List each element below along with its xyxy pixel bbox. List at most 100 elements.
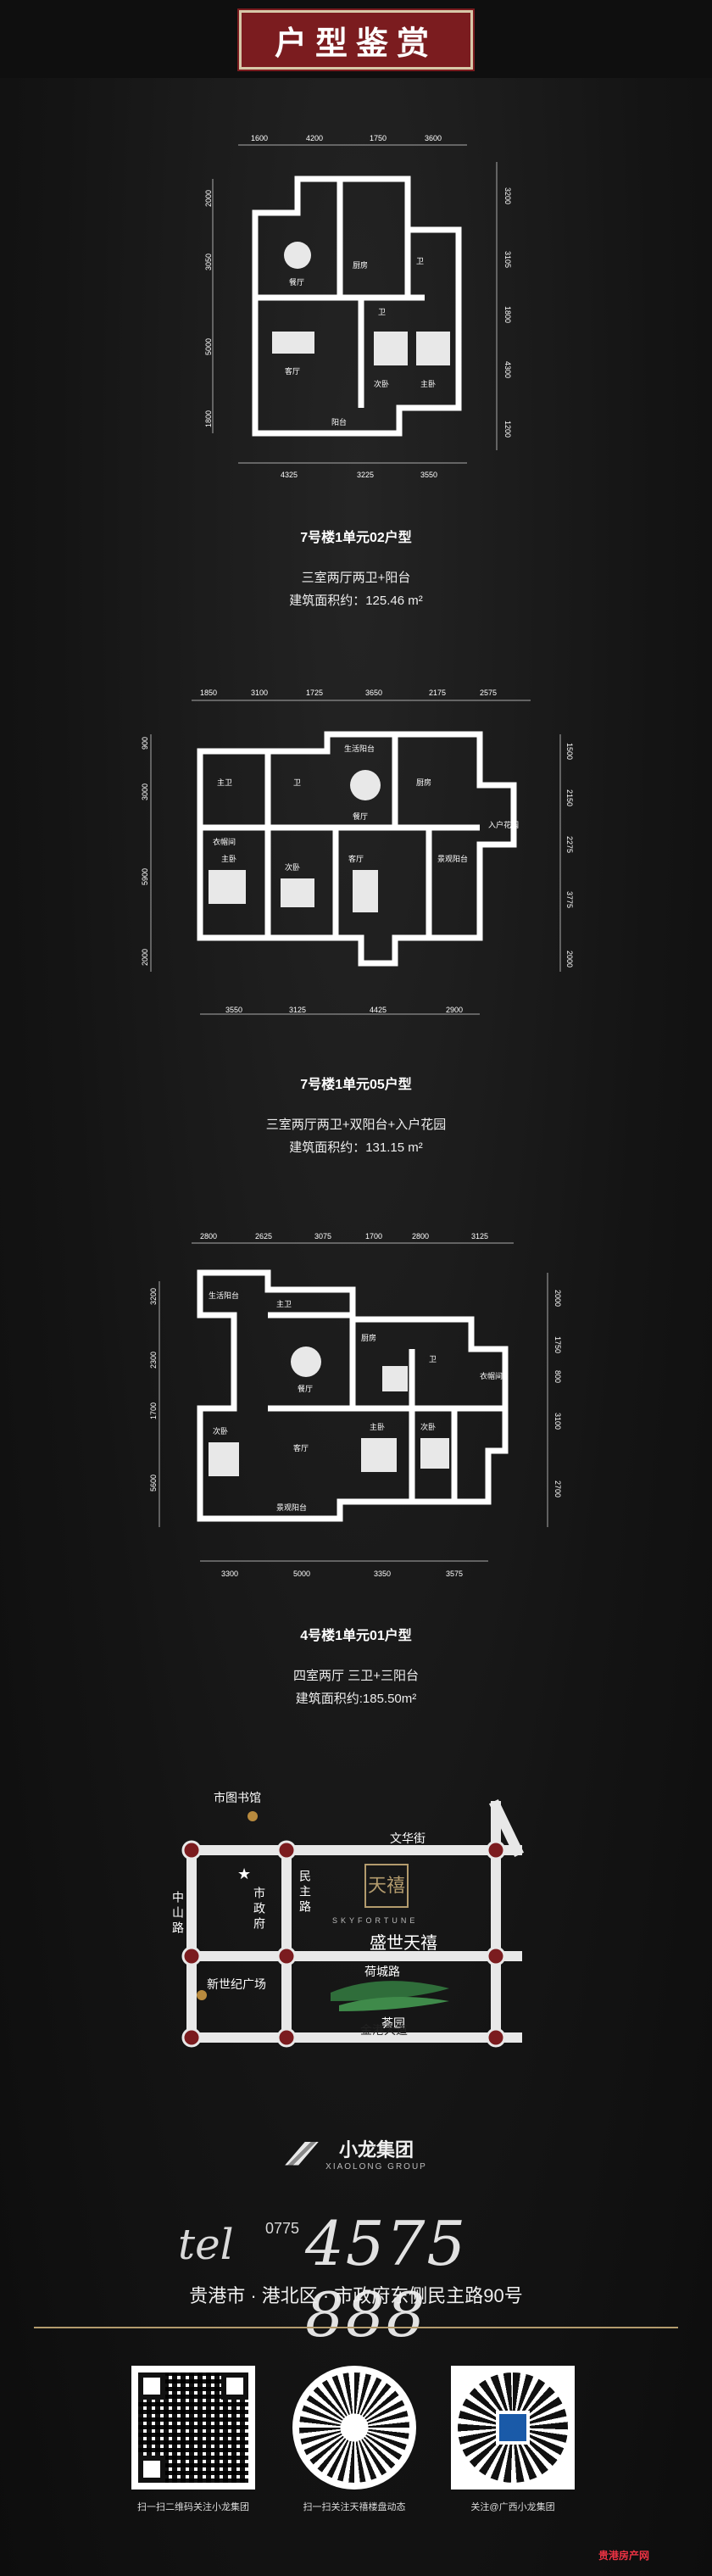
dim-top-1: 1850 <box>200 689 217 697</box>
dim-right-2: 2150 <box>565 789 573 806</box>
room-label: 餐厅 <box>289 277 304 287</box>
dim-top-1: 1600 <box>251 134 268 142</box>
plan-1-type: 三室两厅两卫+阳台 <box>301 571 411 585</box>
room-label: 卫 <box>378 308 386 316</box>
dim-top-2: 3100 <box>251 689 268 697</box>
room-label: 次卧 <box>285 862 300 872</box>
dim-right-4: 4300 <box>503 361 512 378</box>
dim-right-1: 2000 <box>553 1290 562 1307</box>
floor-plan-1-drawing: 1600 4200 1750 3600 4325 3225 3550 2000 … <box>204 134 512 479</box>
dim-left-1: 900 <box>141 737 149 750</box>
map-node <box>276 1840 297 1860</box>
map-label-hecheng: 荷城路 <box>364 1965 400 1978</box>
map-node <box>276 2027 297 2048</box>
map-label-garden: 荟园 <box>381 2016 405 2030</box>
room-label: 次卧 <box>374 379 389 388</box>
map-node <box>486 1946 506 1966</box>
dim-bottom-3: 4425 <box>370 1006 387 1014</box>
tel-prefix: tel <box>178 2220 234 2269</box>
room-label: 主卫 <box>276 1299 292 1308</box>
room-label: 卫 <box>416 257 424 265</box>
dim-top-3: 1725 <box>306 689 323 697</box>
plan-2-type: 三室两厅两卫+双阳台+入户花园 <box>265 1118 447 1132</box>
qr-caption-3: 关注@广西小龙集团 <box>470 2502 555 2512</box>
dim-left-3: 1700 <box>149 1402 158 1419</box>
floor-plan-2: 1850 3100 1725 3650 2175 2575 3550 3125 … <box>140 683 574 1023</box>
map-label-jingang: 金港大道 <box>360 2023 408 2037</box>
plan-3-type: 四室两厅 三卫+三阳台 <box>293 1669 419 1683</box>
plan-2-area: 建筑面积约：131.15 m² <box>289 1140 423 1155</box>
room-label: 卫 <box>293 778 301 787</box>
library-marker <box>248 1811 258 1821</box>
room-label: 入户花园 <box>488 820 519 829</box>
floor-plan-1: 1600 4200 1750 3600 4325 3225 3550 2000 … <box>203 127 527 493</box>
dim-top-4: 3600 <box>425 134 442 142</box>
brand-block: 小龙集团 XIAOLONG GROUP <box>0 2135 712 2172</box>
room-label: 衣帽间 <box>213 837 236 846</box>
map-node <box>181 1946 202 1966</box>
dim-right-4: 3100 <box>553 1413 562 1430</box>
garden-shape <box>331 1981 449 2011</box>
room-label: 客厅 <box>348 854 364 863</box>
room-label: 次卧 <box>213 1426 228 1436</box>
dim-left-2: 3000 <box>141 783 149 800</box>
qr-code-2 <box>292 2366 416 2490</box>
qr-pattern <box>299 2372 409 2483</box>
plan-2-name: 7号楼1单元05户型 <box>300 1078 412 1092</box>
dim-right-1: 3200 <box>503 187 512 204</box>
telephone-row: tel 0775 4575 888 <box>178 2203 568 2350</box>
tel-number[interactable]: 4575 888 <box>305 2208 468 2350</box>
dim-left-4: 5600 <box>149 1475 158 1492</box>
map-label-minzhu: 民主路 <box>298 1870 312 1915</box>
dim-top-2: 2625 <box>255 1232 272 1241</box>
dim-top-2: 4200 <box>306 134 323 142</box>
plan-3-area: 建筑面积约:185.50m² <box>295 1692 417 1706</box>
project-seal-logo: 天禧 <box>364 1864 409 1908</box>
room-label: 阳台 <box>331 417 347 427</box>
dim-left-3: 5000 <box>204 338 213 355</box>
map-node <box>276 1946 297 1966</box>
room-label: 景观阳台 <box>437 854 468 863</box>
room-label: 主卧 <box>420 379 436 388</box>
room-label: 主卧 <box>221 854 236 863</box>
dim-right-1: 1500 <box>565 743 573 760</box>
map-label-gov: 市政府 <box>253 1887 266 1932</box>
plan-2-caption: 7号楼1单元05户型 三室两厅两卫+双阳台+入户花园 建筑面积约：131.15 … <box>0 1073 712 1156</box>
plan-3-caption: 4号楼1单元01户型 四室两厅 三卫+三阳台 建筑面积约:185.50m² <box>0 1624 712 1707</box>
plan-1-caption: 7号楼1单元02户型 三室两厅两卫+阳台 建筑面积约：125.46 m² <box>0 526 712 609</box>
map-node <box>181 1840 202 1860</box>
dim-top-1: 2800 <box>200 1232 217 1241</box>
plan-3-name: 4号楼1单元01户型 <box>300 1629 412 1643</box>
qr-code-3 <box>451 2366 575 2490</box>
dim-left-1: 3200 <box>149 1288 158 1305</box>
location-map-roads <box>181 1798 525 2048</box>
plan-1-area: 建筑面积约：125.46 m² <box>289 594 423 608</box>
dim-right-5: 2000 <box>565 951 573 967</box>
room-label: 客厅 <box>293 1443 309 1452</box>
dim-right-2: 3105 <box>503 251 512 268</box>
room-label: 主卧 <box>370 1422 385 1431</box>
room-label: 厨房 <box>416 778 431 787</box>
dim-right-3: 1800 <box>503 306 512 323</box>
dim-left-1: 2000 <box>204 190 213 207</box>
map-label-library: 市图书馆 <box>214 1791 261 1804</box>
map-node <box>486 2027 506 2048</box>
room-label: 客厅 <box>285 366 300 376</box>
square-marker <box>197 1990 207 2000</box>
title-banner: 户型鉴赏 <box>237 8 475 71</box>
dim-left-2: 2300 <box>149 1352 158 1369</box>
dim-bottom-1: 3300 <box>221 1570 238 1578</box>
dim-left-4: 2000 <box>141 949 149 966</box>
room-label: 生活阳台 <box>344 744 375 753</box>
room-label: 卫 <box>429 1355 437 1363</box>
star-icon: ★ <box>237 1865 252 1882</box>
dim-top-6: 2575 <box>480 689 497 697</box>
brand-sub: XIAOLONG GROUP <box>325 2162 427 2172</box>
project-name-en: SKYFORTUNE <box>332 1916 419 1925</box>
dim-right-5: 2700 <box>553 1480 562 1497</box>
room-label: 厨房 <box>353 260 368 270</box>
address: 贵港市 · 港北区 · 市政府东侧民主路90号 <box>189 2285 523 2306</box>
room-label: 主卫 <box>217 778 232 787</box>
dim-left-4: 1800 <box>204 410 213 427</box>
room-label: 餐厅 <box>298 1384 313 1393</box>
